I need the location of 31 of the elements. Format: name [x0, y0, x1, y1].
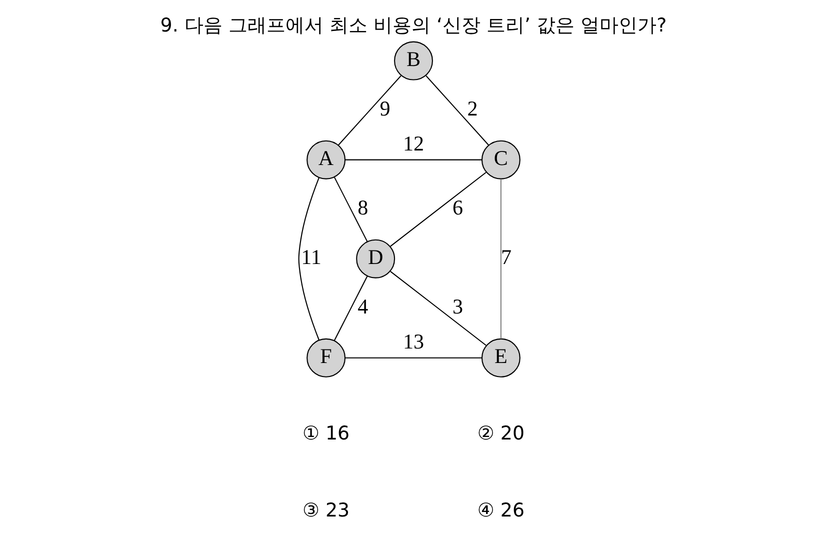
label: ③ 23	[302, 499, 350, 522]
connector	[344, 159, 482, 160]
connector	[337, 75, 401, 146]
node-circle: F	[306, 338, 346, 378]
connector	[333, 276, 368, 341]
node-circle: A	[306, 140, 346, 180]
edge-label: 3	[452, 294, 463, 319]
node-circle: D	[356, 239, 395, 278]
connector	[500, 178, 501, 339]
connector	[390, 270, 486, 346]
label: ② 20	[476, 422, 524, 444]
connector	[390, 172, 486, 247]
connector	[298, 177, 320, 340]
edge-label: 6	[452, 196, 463, 220]
node-circle: E	[480, 338, 520, 378]
connector	[425, 75, 489, 146]
connector	[333, 177, 368, 242]
edge-label: 4	[357, 294, 368, 319]
node-circle: C	[480, 140, 520, 180]
edge-label: 2	[466, 96, 478, 121]
edge-label: 8	[357, 196, 368, 220]
edge-label: 9	[379, 96, 390, 121]
edge-label: 12	[402, 131, 424, 156]
node-circle: B	[394, 41, 432, 80]
edge-label: 13	[402, 329, 424, 354]
edge-label: 7	[500, 245, 511, 270]
connector	[344, 357, 482, 358]
diagram-title: 9. 다음 그래프에서 최소 비용의 ‘신장 트리’ 값은 얼마인가?	[160, 14, 666, 37]
label: ④ 26	[476, 499, 524, 522]
label: ① 16	[302, 422, 350, 444]
edge-label: 11	[300, 245, 321, 270]
